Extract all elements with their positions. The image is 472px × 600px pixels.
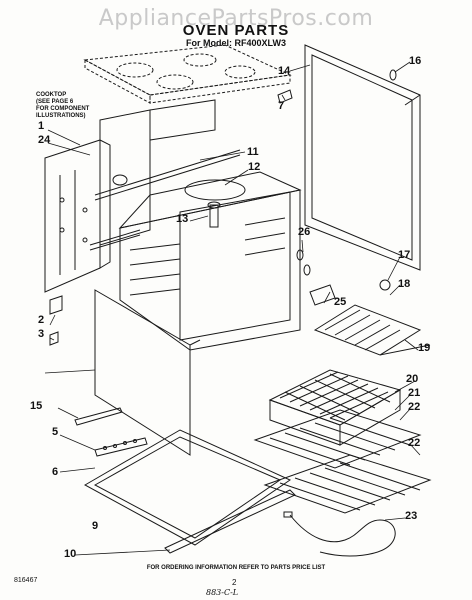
callout-6: 6 — [52, 466, 59, 478]
cooktop-note-line: (SEE PAGE 6 — [36, 99, 74, 105]
callout-22a: 22 — [408, 401, 421, 413]
model-subtitle: For Model: RF400XLW3 — [185, 38, 286, 48]
leader-lines — [44, 61, 421, 556]
ordering-note: FOR ORDERING INFORMATION REFER TO PARTS … — [146, 565, 326, 571]
callout-9: 9 — [92, 520, 99, 532]
callout-10: 10 — [64, 548, 77, 560]
callout-20: 20 — [406, 373, 419, 385]
document-number: 816467 — [14, 577, 38, 584]
callout-26: 26 — [298, 226, 311, 238]
cooktop-note-line: ILLUSTRATIONS) — [36, 113, 86, 119]
page-number: 2 — [232, 578, 237, 587]
cooktop-outline — [83, 44, 292, 104]
callout-23: 23 — [405, 510, 418, 522]
callout-25: 25 — [334, 296, 347, 308]
broiler-pan — [268, 369, 402, 446]
callout-18: 18 — [398, 278, 411, 290]
cooktop-note: COOKTOP (SEE PAGE 6 FOR COMPONENT ILLUST… — [36, 92, 156, 120]
handwritten-mark: 883-C-L — [206, 588, 239, 597]
callout-21: 21 — [408, 387, 421, 399]
callout-15: 15 — [30, 400, 43, 412]
callout-1: 1 — [38, 120, 45, 132]
trim-pieces — [74, 407, 148, 457]
door-frame — [304, 44, 421, 271]
callout-13: 13 — [176, 213, 189, 225]
callout-3: 3 — [38, 328, 45, 340]
rear-panel — [99, 99, 216, 246]
callout-22b: 22 — [408, 437, 421, 449]
oven-liner — [118, 171, 302, 351]
diagram-title: OVEN PARTS — [182, 22, 290, 39]
callout-19: 19 — [418, 342, 431, 354]
watermark: AppliancePartsPros.com — [98, 6, 374, 31]
callout-16: 16 — [409, 55, 422, 67]
callout-2: 2 — [38, 314, 45, 326]
element-brackets — [296, 249, 391, 306]
callout-11: 11 — [247, 146, 259, 158]
callout-12: 12 — [248, 161, 261, 173]
oven-racks — [253, 409, 432, 514]
callout-17: 17 — [398, 249, 411, 261]
cooktop-note-line: FOR COMPONENT — [36, 106, 90, 112]
cooktop-note-line: COOKTOP — [36, 92, 67, 98]
front-panel — [94, 289, 201, 456]
callout-24: 24 — [38, 134, 51, 146]
small-parts — [49, 69, 397, 346]
broil-element — [283, 511, 396, 557]
callout-14: 14 — [278, 65, 291, 77]
callout-7: 7 — [278, 100, 285, 112]
callout-5: 5 — [52, 426, 59, 438]
oven-light — [207, 201, 221, 228]
bake-element — [313, 304, 431, 356]
